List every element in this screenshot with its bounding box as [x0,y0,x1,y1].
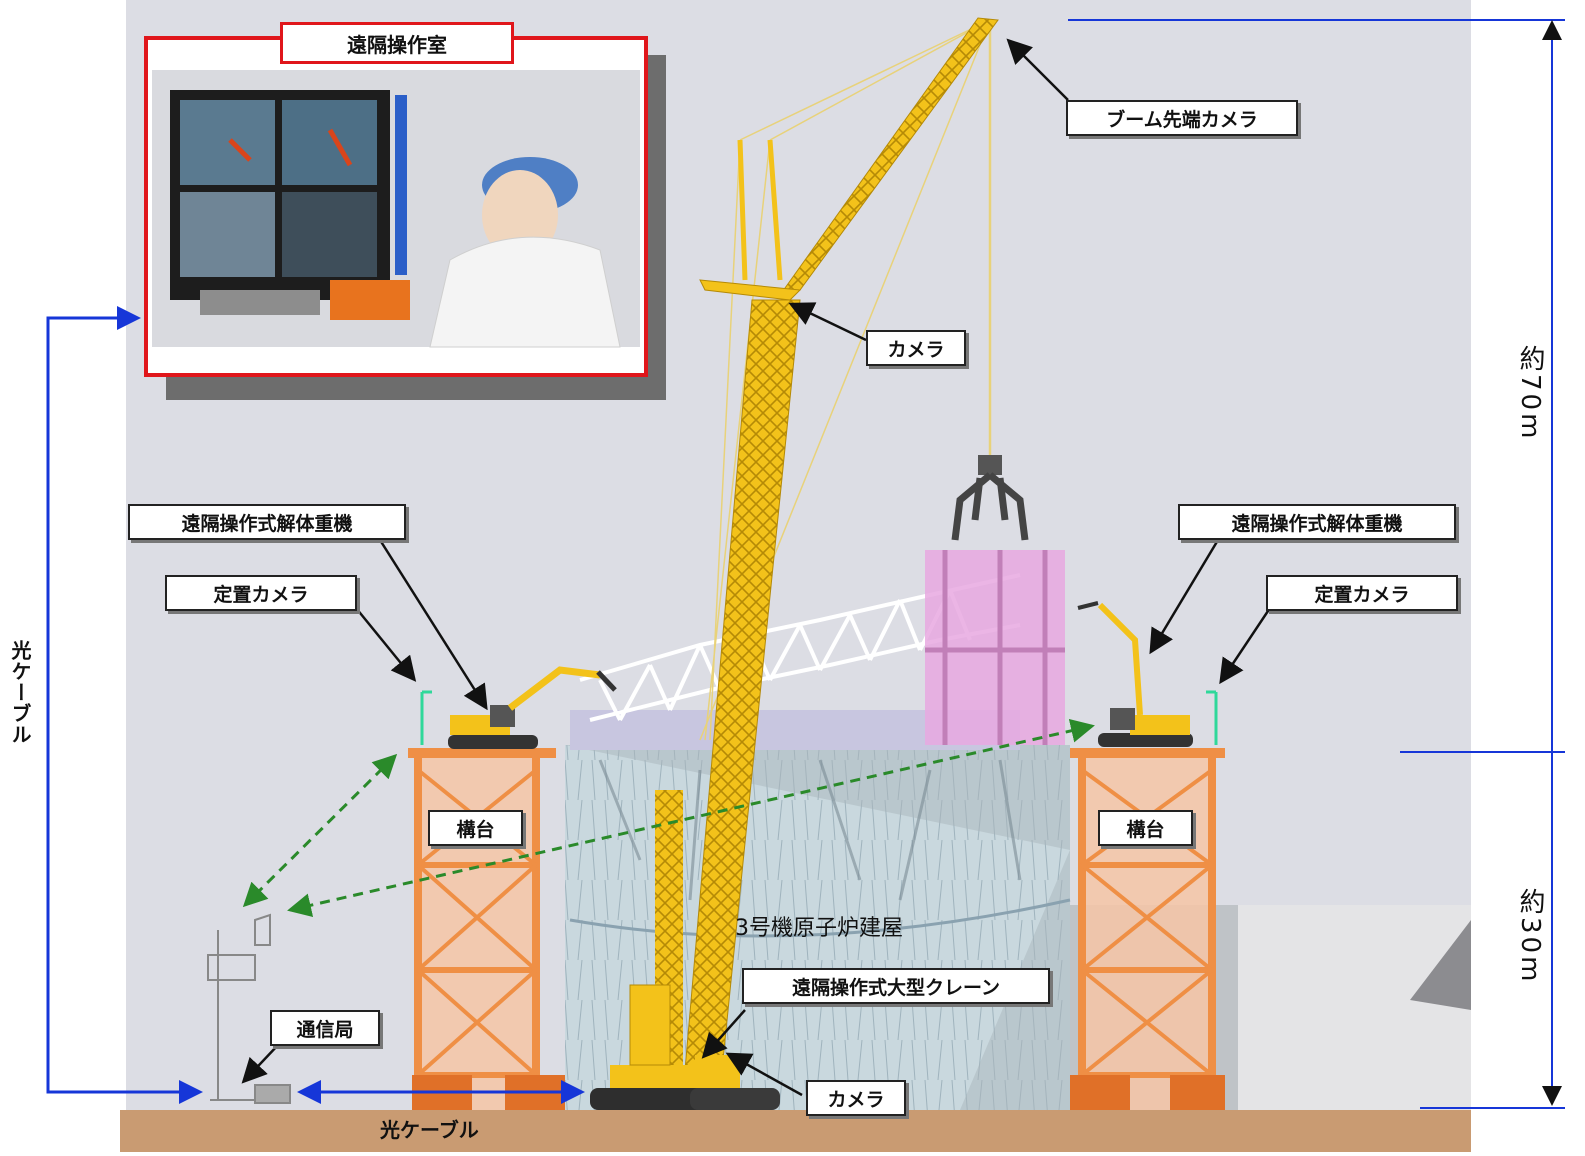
height-building-label: 約30m [1515,888,1545,985]
camera-lower-label: カメラ [806,1080,906,1116]
large-crane-label: 遠隔操作式大型クレーン [742,968,1050,1004]
fixed-camera-left-label: 定置カメラ [165,575,357,611]
building-frame [925,550,1065,745]
camera-upper-label: カメラ [866,330,966,366]
platform-right-label: 構台 [1098,810,1193,846]
wireless-link-right [287,718,1095,918]
optical-cable-bottom-label: 光ケーブル [380,1118,479,1142]
demolition-right-label: 遠隔操作式解体重機 [1178,504,1456,540]
demolition-left-label: 遠隔操作式解体重機 [128,504,406,540]
platform-right [1070,748,1225,1110]
station-label: 通信局 [270,1010,380,1046]
control-room-photo [144,36,666,400]
platform-left-label: 構台 [428,810,523,846]
crane-grapple [951,455,1029,541]
leader-arrows [241,38,1272,1097]
communication-station [207,913,291,1104]
demolition-machine-right [1077,601,1193,747]
ground [120,1110,1471,1152]
reactor-building-label: 3号機原子炉建屋 [735,916,903,941]
height-total-label: 約70m [1515,345,1545,442]
boom-tip-camera-label: ブーム先端カメラ [1066,100,1298,136]
fixed-camera-right-label: 定置カメラ [1266,575,1458,611]
dimension-lines [1068,19,1565,1109]
fixed-camera-right-post [1206,690,1218,745]
control-room-title: 遠隔操作室 [280,22,514,64]
optical-cable-side-label: 光ケーブル [8,640,32,745]
